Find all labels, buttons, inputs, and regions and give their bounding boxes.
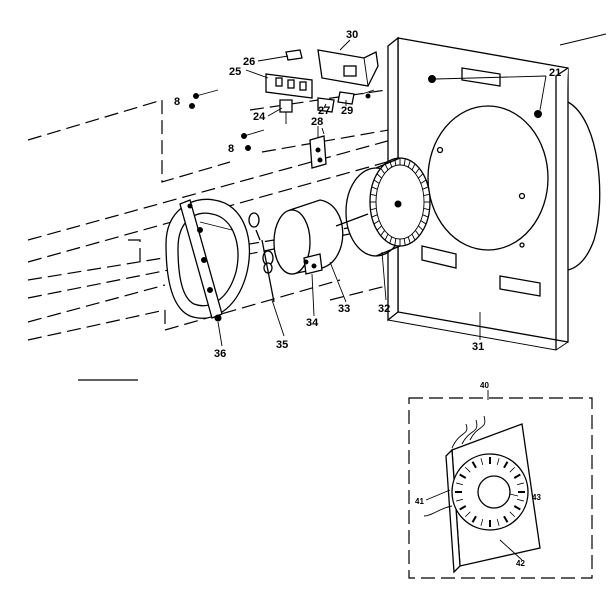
panel-slot-bottom bbox=[499, 275, 541, 297]
blower-vane bbox=[411, 163, 416, 171]
dial-tick bbox=[503, 515, 509, 523]
blower-vane bbox=[420, 220, 427, 225]
label-8-upper: 8 bbox=[174, 96, 180, 108]
blower-vane bbox=[370, 207, 377, 211]
blower-vane bbox=[371, 186, 378, 190]
label-24: 24 bbox=[253, 111, 266, 123]
blower-vane bbox=[415, 230, 420, 236]
blower-vane bbox=[420, 179, 427, 184]
dial-tick bbox=[509, 466, 516, 473]
dial-tick bbox=[480, 518, 484, 526]
label-8-lower: 8 bbox=[228, 143, 234, 155]
label-31: 31 bbox=[472, 341, 484, 353]
blower-vane bbox=[371, 214, 378, 218]
blower-vane bbox=[384, 233, 389, 241]
label-43: 43 bbox=[532, 493, 541, 502]
dial-tick bbox=[503, 461, 509, 469]
blower-vane bbox=[422, 186, 429, 190]
label-21: 21 bbox=[549, 67, 561, 79]
dial-tick bbox=[516, 482, 524, 486]
label-34: 34 bbox=[306, 317, 319, 329]
blower-vane bbox=[380, 168, 385, 174]
blower-vane bbox=[418, 173, 424, 179]
dial-tick bbox=[464, 466, 471, 473]
blower-vane bbox=[380, 230, 385, 236]
panel-slot-top bbox=[461, 67, 501, 87]
dial-tick bbox=[459, 473, 467, 479]
blower-vane bbox=[403, 238, 406, 246]
dial-tick bbox=[513, 473, 521, 479]
blower-vane bbox=[389, 236, 393, 244]
blower-vane bbox=[373, 179, 380, 184]
screw-21 bbox=[428, 75, 547, 118]
blower-vane bbox=[415, 168, 420, 174]
bracket-28 bbox=[309, 127, 327, 169]
leader-lines bbox=[217, 39, 481, 347]
blower-vane bbox=[394, 158, 397, 166]
blower-vane bbox=[418, 225, 424, 231]
blower-vane bbox=[411, 233, 416, 241]
blower-vane bbox=[373, 220, 380, 225]
panel-bracket-tab bbox=[421, 245, 457, 269]
label-40: 40 bbox=[480, 381, 489, 390]
dial-tick bbox=[516, 498, 524, 502]
control-knob bbox=[477, 475, 511, 509]
part-labels: 30 26 25 21 8 27 29 24 28 8 33 32 34 35 … bbox=[174, 29, 561, 568]
blower-vane bbox=[394, 238, 397, 246]
label-29: 29 bbox=[341, 105, 353, 117]
dial-tick bbox=[513, 505, 521, 511]
motor bbox=[273, 199, 369, 275]
dial-tick bbox=[456, 498, 464, 502]
blower-vane bbox=[403, 158, 406, 166]
label-28: 28 bbox=[311, 116, 323, 128]
dial-tick bbox=[456, 482, 464, 486]
blower-vane bbox=[384, 163, 389, 171]
label-30: 30 bbox=[346, 29, 358, 41]
label-26: 26 bbox=[243, 56, 255, 68]
blower-vane bbox=[370, 193, 377, 197]
switch-housing-30 bbox=[285, 49, 379, 87]
dial-tick bbox=[464, 511, 471, 518]
switch-assembly bbox=[265, 73, 375, 124]
label-42: 42 bbox=[516, 559, 525, 568]
blower-vane bbox=[376, 173, 382, 179]
blower-vane bbox=[376, 225, 382, 231]
blower-vane bbox=[407, 236, 411, 244]
blower-vane bbox=[423, 193, 430, 197]
stray-line bbox=[559, 33, 607, 46]
label-36: 36 bbox=[214, 348, 226, 360]
dial-tick bbox=[480, 458, 484, 466]
dial-tick bbox=[471, 461, 477, 469]
label-27: 27 bbox=[318, 105, 330, 117]
label-33: 33 bbox=[338, 303, 350, 315]
dial-tick bbox=[509, 511, 516, 518]
label-41: 41 bbox=[415, 497, 424, 506]
blower-wheel bbox=[345, 157, 431, 257]
blower-vane bbox=[407, 160, 411, 168]
label-32: 32 bbox=[378, 303, 390, 315]
dial-tick bbox=[459, 505, 467, 511]
label-35: 35 bbox=[276, 339, 288, 351]
panel-opening bbox=[427, 105, 549, 251]
motor-mount-screws bbox=[248, 212, 275, 303]
label-25: 25 bbox=[229, 66, 241, 78]
blower-vane bbox=[389, 160, 393, 168]
front-grille bbox=[165, 198, 251, 322]
control-inset-box bbox=[408, 390, 593, 579]
dial-tick bbox=[496, 518, 500, 526]
dial-tick bbox=[496, 458, 500, 466]
screws-8 bbox=[189, 89, 265, 151]
blower-vane bbox=[422, 214, 429, 218]
dial-tick bbox=[471, 515, 477, 523]
blower-vane bbox=[423, 207, 430, 211]
